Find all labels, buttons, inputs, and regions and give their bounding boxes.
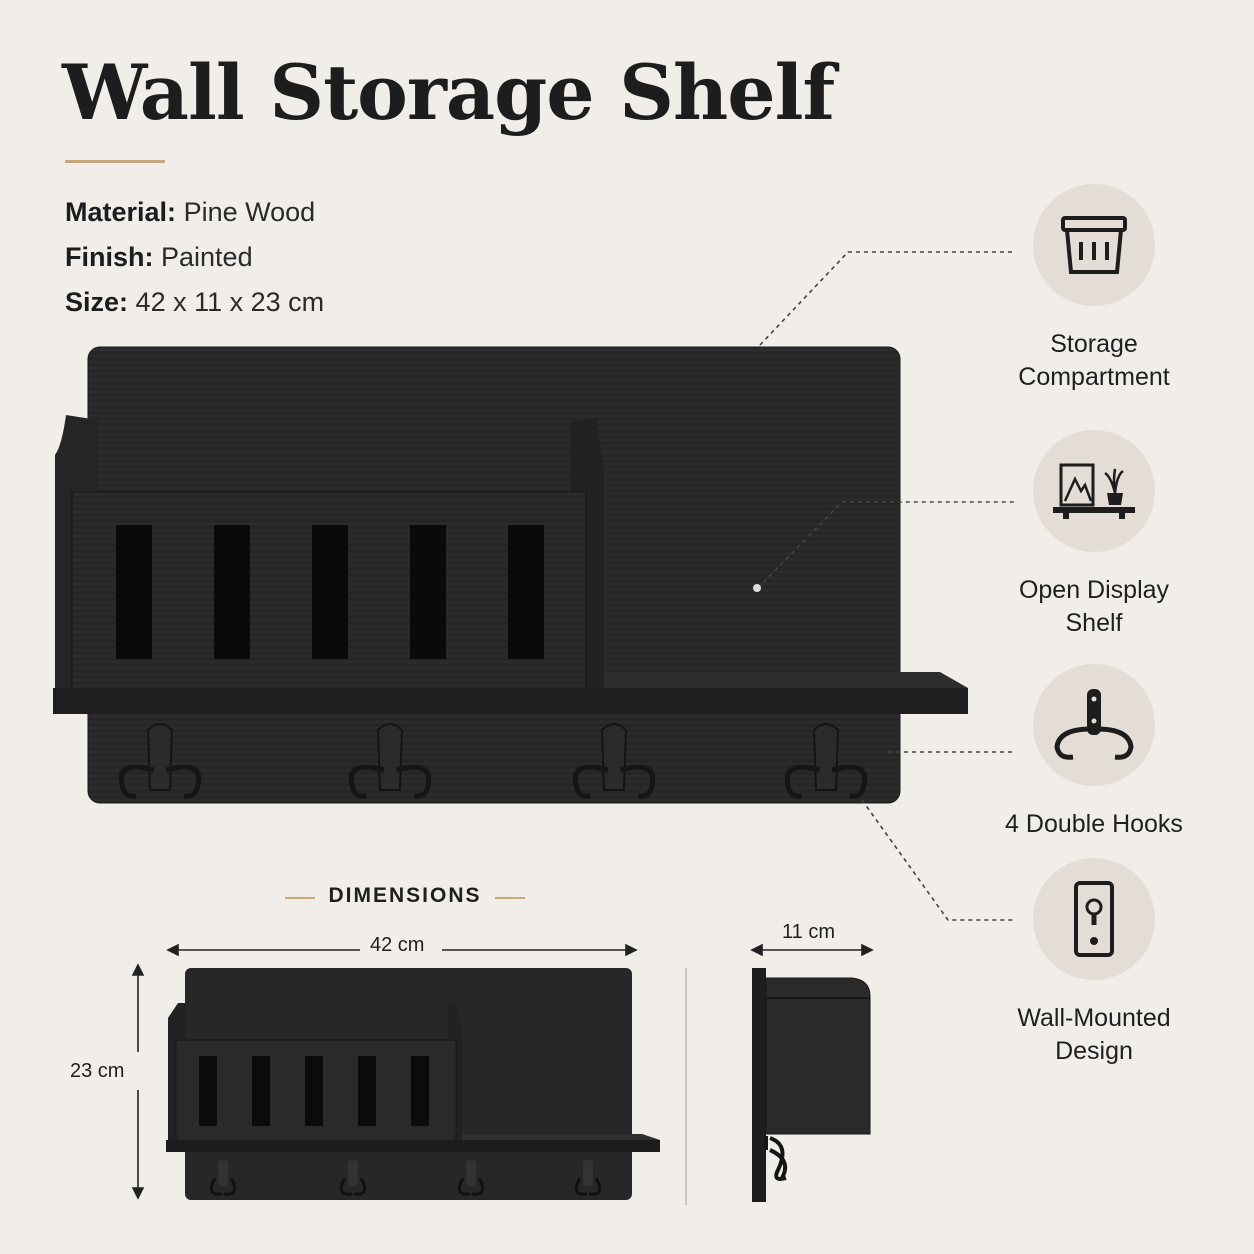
spec-list: Material: Pine Wood Finish: Painted Size… — [65, 190, 324, 325]
spec-size: Size: 42 x 11 x 23 cm — [65, 280, 324, 325]
compartment-slots — [116, 525, 544, 659]
feature-label: Wall-Mounted Design — [1017, 1004, 1171, 1065]
callout-lines — [757, 251, 1015, 921]
title-underline — [65, 160, 165, 163]
display-shelf-lip — [53, 688, 968, 714]
feature-label: 4 Double Hooks — [1005, 810, 1183, 838]
feature-storage-compartment: Storage Compartment — [974, 184, 1214, 394]
wall-mount-icon — [1074, 881, 1114, 957]
feature-label: Storage Compartment — [1018, 330, 1170, 391]
double-hook-icon — [1054, 689, 1134, 760]
spec-key: Finish: — [65, 242, 154, 272]
hooks — [118, 723, 868, 799]
spec-value: 42 x 11 x 23 cm — [135, 287, 325, 317]
display-shelf-top — [604, 672, 968, 688]
depth-label: 11 cm — [776, 921, 841, 944]
display-shelf-icon — [1053, 463, 1135, 519]
spec-value: Painted — [161, 242, 253, 272]
feature-wall-mounted: Wall-Mounted Design — [974, 858, 1214, 1068]
feature-double-hooks: 4 Double Hooks — [974, 664, 1214, 841]
dimension-arrows — [131, 943, 874, 1200]
dimensions-header: DIMENSIONS — [285, 884, 525, 908]
width-label: 42 cm — [364, 934, 431, 957]
feature-icon-circle — [1033, 858, 1155, 980]
height-label: 23 cm — [64, 1060, 131, 1083]
page-title: Wall Storage Shelf — [62, 48, 835, 137]
feature-icon-circle — [1033, 430, 1155, 552]
front-view-drawing — [166, 968, 660, 1200]
side-view-drawing — [752, 968, 871, 1202]
spec-key: Material: — [65, 197, 177, 227]
feature-label: Open Display Shelf — [1018, 576, 1170, 637]
feature-open-display-shelf: Open Display Shelf — [974, 430, 1214, 640]
spec-material: Material: Pine Wood — [65, 190, 324, 235]
storage-box-icon — [1061, 216, 1127, 274]
spec-finish: Finish: Painted — [65, 235, 324, 280]
spec-key: Size: — [65, 287, 129, 317]
spec-value: Pine Wood — [183, 197, 316, 227]
feature-icon-circle — [1033, 184, 1155, 306]
feature-icon-circle — [1033, 664, 1155, 786]
